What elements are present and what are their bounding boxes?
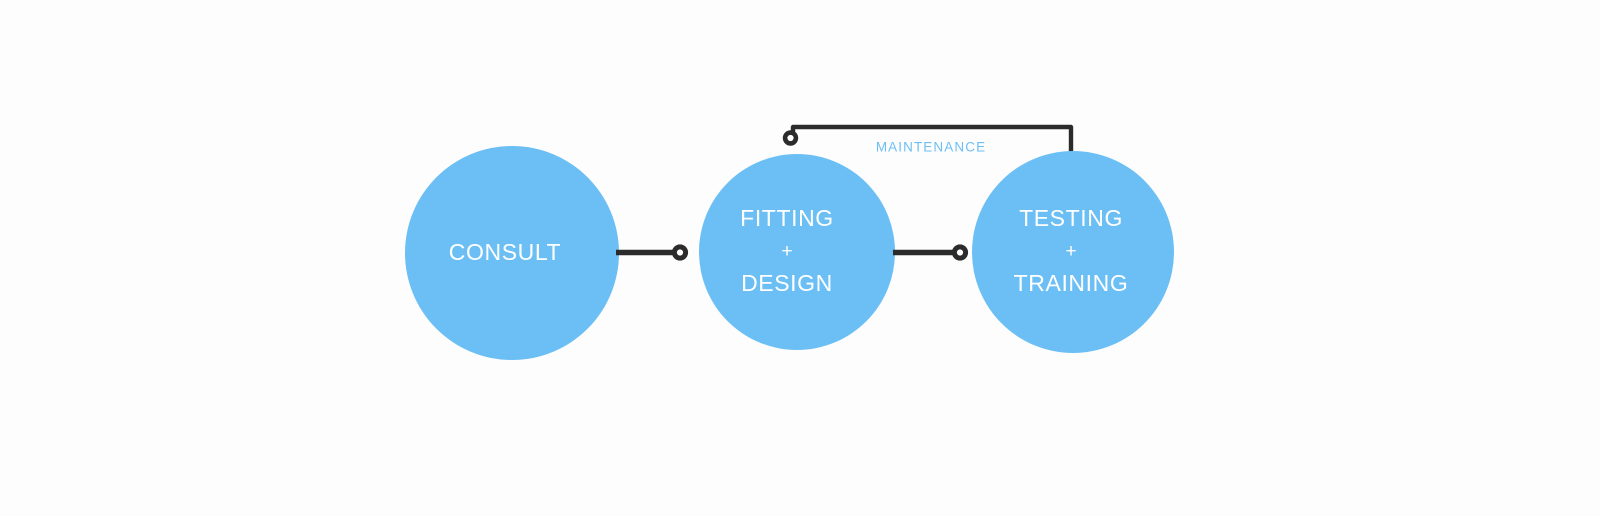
node-consult[interactable] [405, 146, 619, 360]
connector-ring-2 [951, 244, 969, 261]
node-fitting-design[interactable] [699, 154, 895, 350]
connector-ring-1 [671, 244, 689, 261]
connector-fitting-to-testing [893, 244, 969, 261]
node-testing-training-label-plus: + [1065, 241, 1076, 262]
connector-maintenance [782, 124, 1074, 152]
node-fitting-design-label-line1: FITTING [740, 205, 834, 231]
node-consult-label: CONSULT [449, 239, 561, 265]
maintenance-bracket-path [790, 124, 1074, 152]
node-fitting-design-label-plus: + [781, 241, 792, 262]
maintenance-bracket-ring [782, 130, 799, 146]
node-testing-training[interactable] [972, 151, 1174, 353]
node-fitting-design-label-line3: DESIGN [741, 270, 833, 296]
edge-label-maintenance: MAINTENANCE [876, 140, 986, 155]
connector-consult-to-fitting [616, 244, 689, 261]
node-testing-training-label-line1: TESTING [1019, 205, 1123, 231]
node-testing-training-label-line3: TRAINING [1014, 270, 1129, 296]
